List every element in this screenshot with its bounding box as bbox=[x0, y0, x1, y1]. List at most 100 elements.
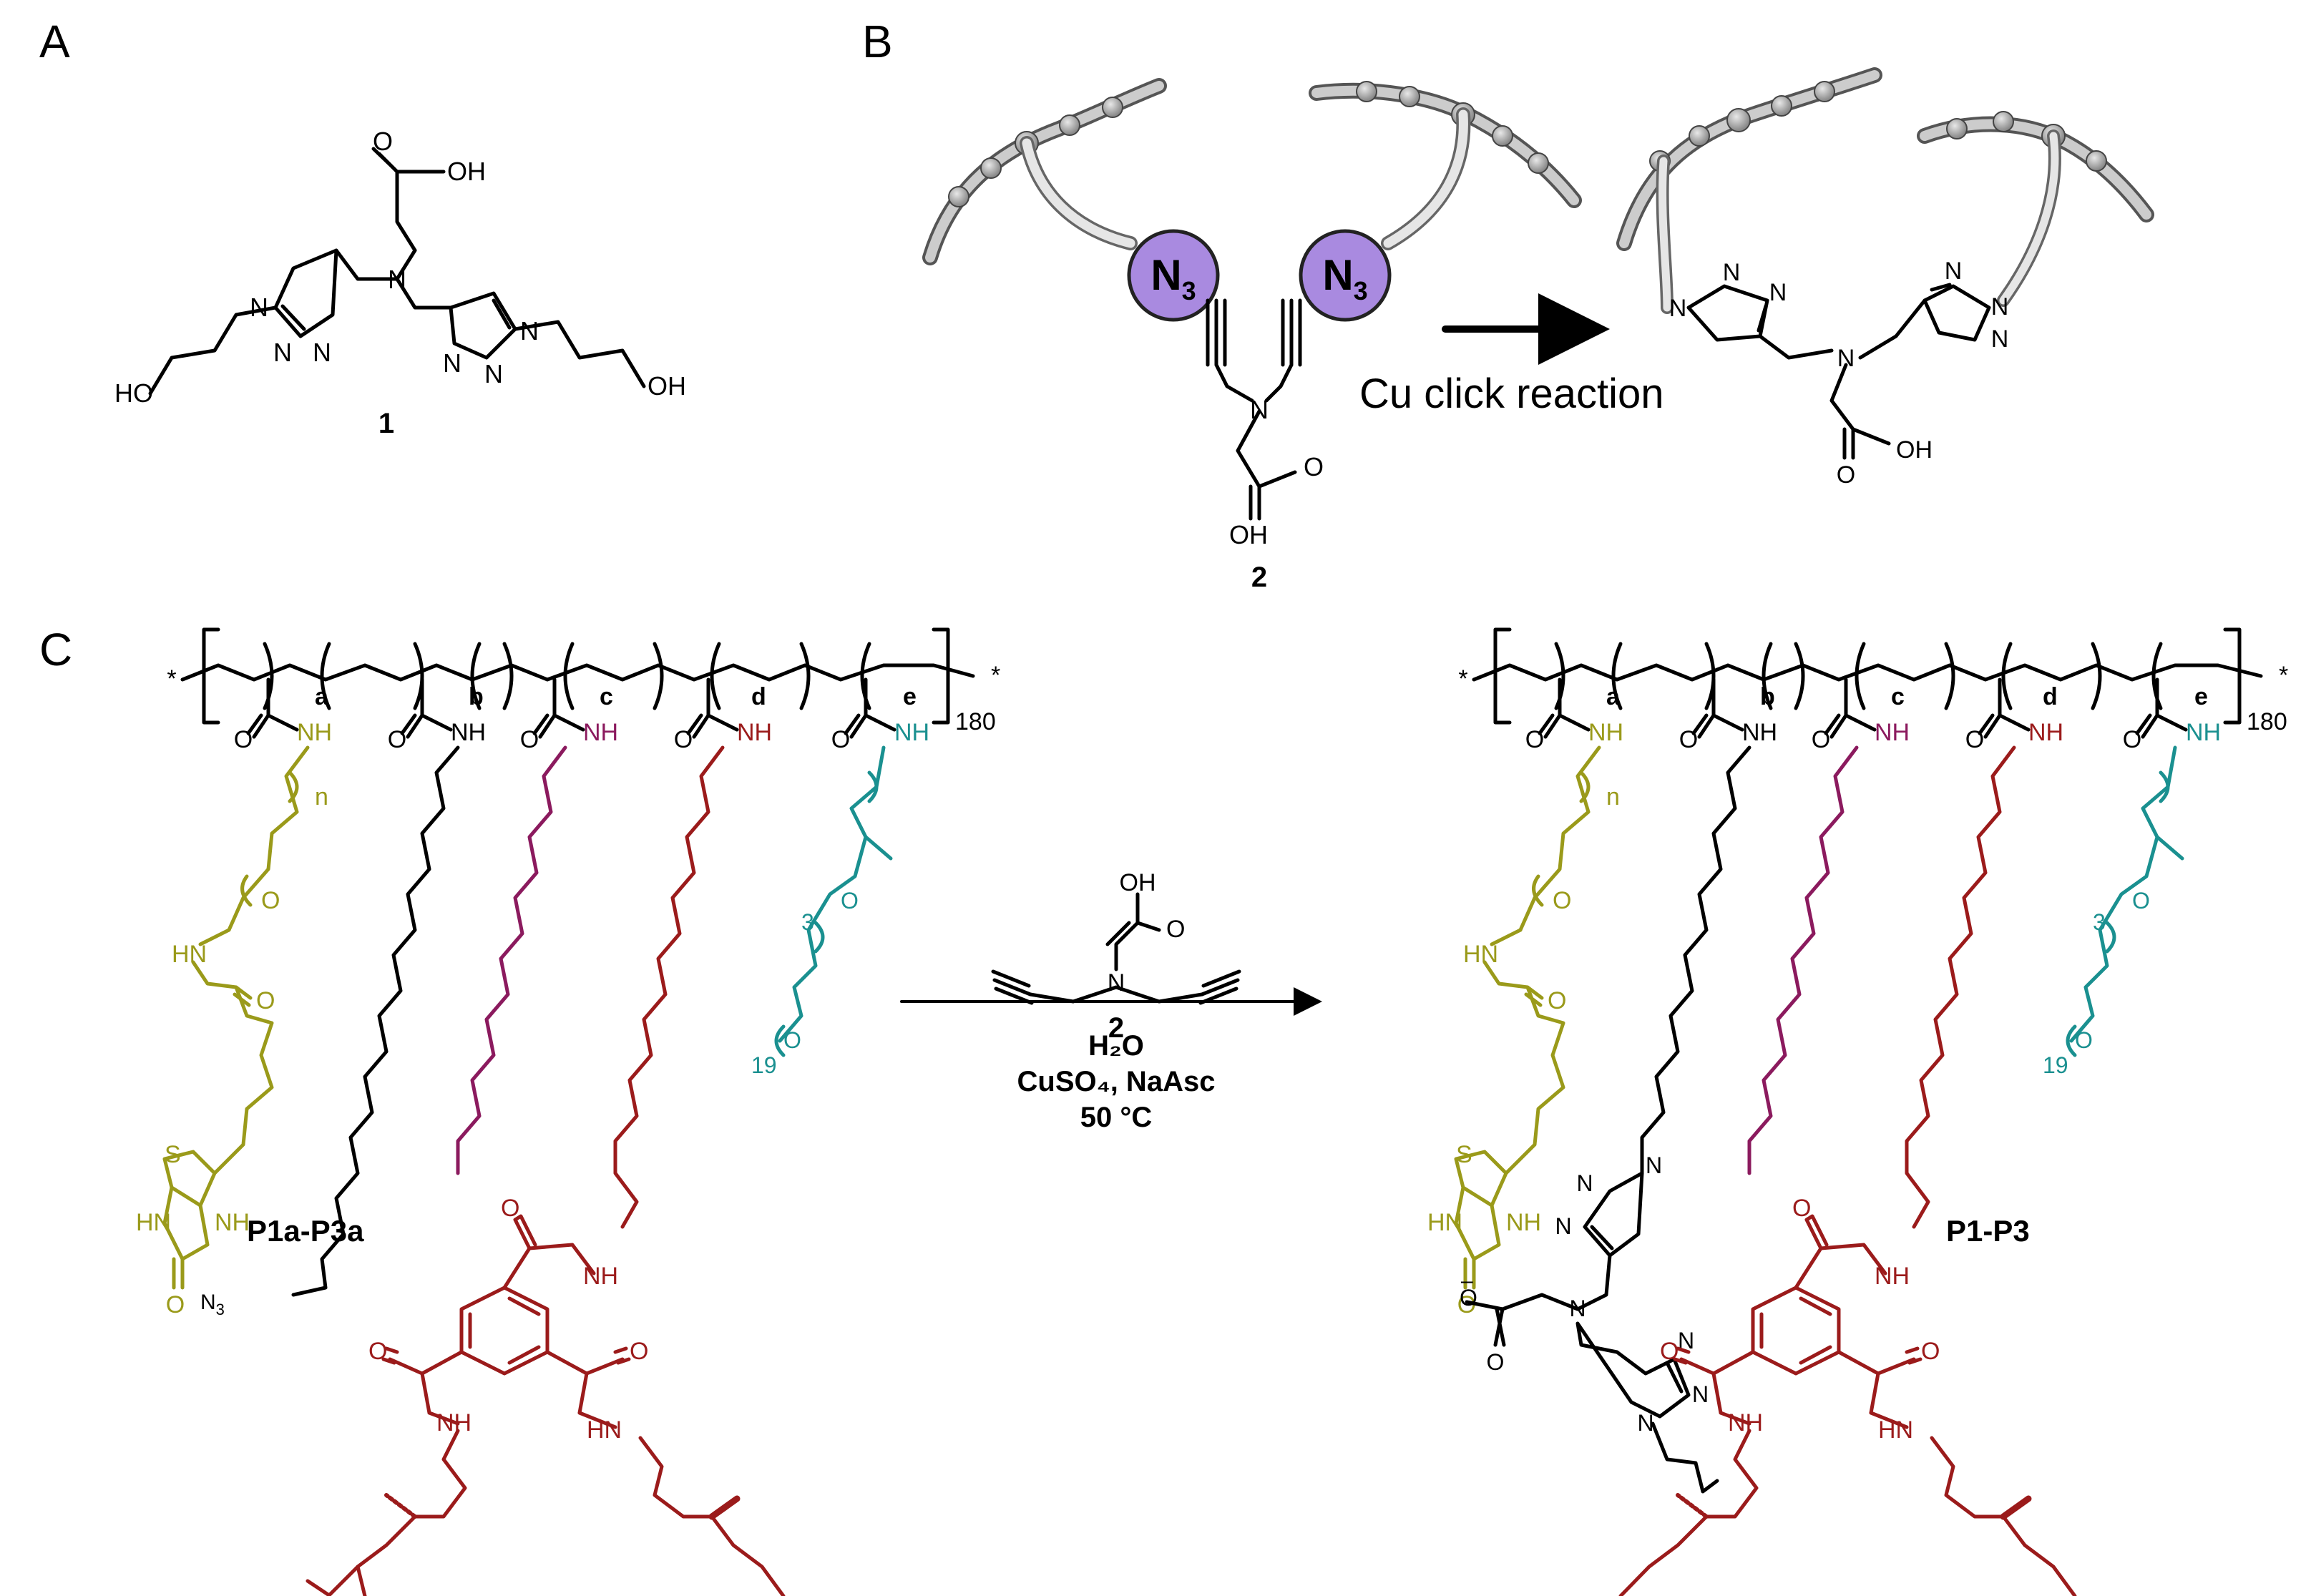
condition-temperature: 50 °C bbox=[1080, 1102, 1153, 1133]
panel-b-letter: B bbox=[862, 16, 893, 67]
bta-chain-p bbox=[1618, 745, 2077, 1596]
amide-nh-b-p: NH bbox=[1742, 719, 1777, 746]
atom-ho-a: HO bbox=[114, 378, 153, 408]
compound-2-label: 2 bbox=[1251, 562, 1267, 593]
reactant-label: P1a-P3a bbox=[247, 1214, 364, 1248]
amide-nh-a-p: NH bbox=[1588, 719, 1623, 746]
bta-hn-right-p: HN bbox=[1878, 1416, 1913, 1444]
triazole-left-a bbox=[273, 248, 338, 338]
atom-o-b: O bbox=[1304, 452, 1324, 481]
amide-nh-b-r: NH bbox=[451, 719, 486, 746]
product-label: P1-P3 bbox=[1946, 1214, 2030, 1248]
bta-hn-right-r: HN bbox=[587, 1416, 622, 1444]
reagent-oh: OH bbox=[1120, 869, 1156, 896]
bta-o-top-r: O bbox=[501, 1195, 519, 1222]
tri2-n3-p: N bbox=[1637, 1410, 1653, 1436]
azide-right-n: N3 bbox=[1322, 251, 1367, 305]
unit-e-p: e bbox=[2194, 683, 2208, 710]
bta-o-top-p: O bbox=[1792, 1195, 1811, 1222]
bta-nh-top-r: NH bbox=[583, 1263, 618, 1290]
atom-oh-b: OH bbox=[1229, 520, 1268, 549]
amide-o-e-r: O bbox=[831, 726, 850, 753]
peg-o2-r: O bbox=[783, 1027, 801, 1053]
atom-n1-left-a: N bbox=[250, 293, 268, 322]
amide-nh-e-p: NH bbox=[2186, 719, 2221, 746]
atom-tri2-b: N bbox=[1723, 259, 1741, 286]
tri-n1-p: N bbox=[1646, 1152, 1662, 1178]
amide-nh-e-r: NH bbox=[894, 719, 929, 746]
bta-chain-r bbox=[306, 745, 786, 1596]
amide-o-d-p: O bbox=[1965, 726, 1984, 753]
atom-tri6-b: N bbox=[1991, 325, 2009, 353]
biotin-nh1-p: NH bbox=[1506, 1209, 1541, 1236]
amide-nh-a-r: NH bbox=[297, 719, 332, 746]
ether-o-r: O bbox=[261, 887, 280, 914]
peg-chain-r bbox=[774, 745, 893, 1057]
biotin-hn-p: HN bbox=[1463, 941, 1498, 968]
panel-c: C * * 180 a b bbox=[39, 624, 2288, 1596]
unit-e-r: e bbox=[903, 683, 917, 710]
unit-d-r: d bbox=[751, 683, 766, 710]
amide-o-b-p: O bbox=[1679, 726, 1698, 753]
bta-nh-top-p: NH bbox=[1875, 1263, 1910, 1290]
amide-o-c-r: O bbox=[520, 726, 539, 753]
atom-oh-prod-b: OH bbox=[1896, 436, 1933, 464]
biotin-o-p: O bbox=[1548, 987, 1566, 1014]
end-star-left-r: * bbox=[167, 665, 176, 692]
repeat-count-r: 180 bbox=[955, 708, 996, 735]
click-reaction-label: Cu click reaction bbox=[1359, 371, 1663, 417]
biotin-hn1-p: HN bbox=[1427, 1209, 1462, 1236]
end-star-left-p: * bbox=[1458, 665, 1467, 692]
product-b-structure bbox=[1686, 283, 1991, 460]
amide-nh-c-r: NH bbox=[583, 719, 618, 746]
bta-o-left-r: O bbox=[368, 1338, 387, 1365]
crosslink-n-p: N bbox=[1569, 1296, 1586, 1321]
atom-oh-right-a: OH bbox=[648, 371, 686, 401]
crosslinked-chain-p bbox=[1465, 745, 1751, 1494]
biotin-s-r: S bbox=[165, 1141, 181, 1168]
triazole-right-a bbox=[449, 291, 517, 360]
peg-o2-p: O bbox=[2075, 1027, 2093, 1053]
reagent-n: N bbox=[1108, 969, 1125, 997]
tri2-n1-p: N bbox=[1678, 1328, 1694, 1353]
panel-a-letter: A bbox=[39, 16, 70, 67]
peg-chain-p bbox=[2066, 745, 2184, 1057]
alkyl-c-chain-r bbox=[456, 745, 567, 1175]
tri-n2-p: N bbox=[1576, 1170, 1593, 1196]
azide-left-n: N3 bbox=[1150, 251, 1196, 305]
polymer-strand-left bbox=[922, 78, 1167, 265]
peg-o1-p: O bbox=[2132, 888, 2150, 914]
amide-o-e-p: O bbox=[2123, 726, 2141, 753]
biotin-hn-r: HN bbox=[172, 941, 207, 968]
tri2-n2-p: N bbox=[1692, 1381, 1709, 1407]
bta-o-left-p: O bbox=[1660, 1338, 1679, 1365]
biotin-s-p: S bbox=[1456, 1141, 1472, 1168]
unit-a-p: a bbox=[1606, 683, 1621, 710]
reagent-o: O bbox=[1166, 916, 1185, 943]
sub-n-r: n bbox=[315, 783, 328, 811]
ether-o-p: O bbox=[1553, 887, 1571, 914]
amide-o-a-r: O bbox=[234, 726, 253, 753]
carboxylate-o-p: O bbox=[1460, 1285, 1477, 1311]
unit-a-r: a bbox=[315, 683, 329, 710]
end-star-right-r: * bbox=[991, 662, 1000, 689]
bta-o-right-r: O bbox=[630, 1338, 648, 1365]
biotin-o2-r: O bbox=[166, 1291, 185, 1318]
amide-nh-d-r: NH bbox=[737, 719, 772, 746]
product-backbone bbox=[1472, 627, 2263, 739]
biotin-chain-p bbox=[1454, 745, 1601, 1290]
strand-beads-left bbox=[948, 97, 1123, 207]
bta-o-right-p: O bbox=[1921, 1338, 1940, 1365]
unit-b-p: b bbox=[1760, 683, 1775, 710]
bta-nh-left-r: NH bbox=[436, 1409, 472, 1436]
amide-nh-c-p: NH bbox=[1875, 719, 1910, 746]
carboxylate-charge: – bbox=[1461, 1269, 1473, 1293]
atom-tri4-b: N bbox=[1945, 258, 1963, 285]
atom-n3-left-a: N bbox=[313, 338, 331, 367]
amide-o-b-r: O bbox=[388, 726, 406, 753]
atom-o-a: O bbox=[373, 127, 393, 156]
amide-o-d-r: O bbox=[674, 726, 693, 753]
biotin-chain-r bbox=[162, 745, 310, 1290]
sub-n-p: n bbox=[1606, 783, 1620, 811]
